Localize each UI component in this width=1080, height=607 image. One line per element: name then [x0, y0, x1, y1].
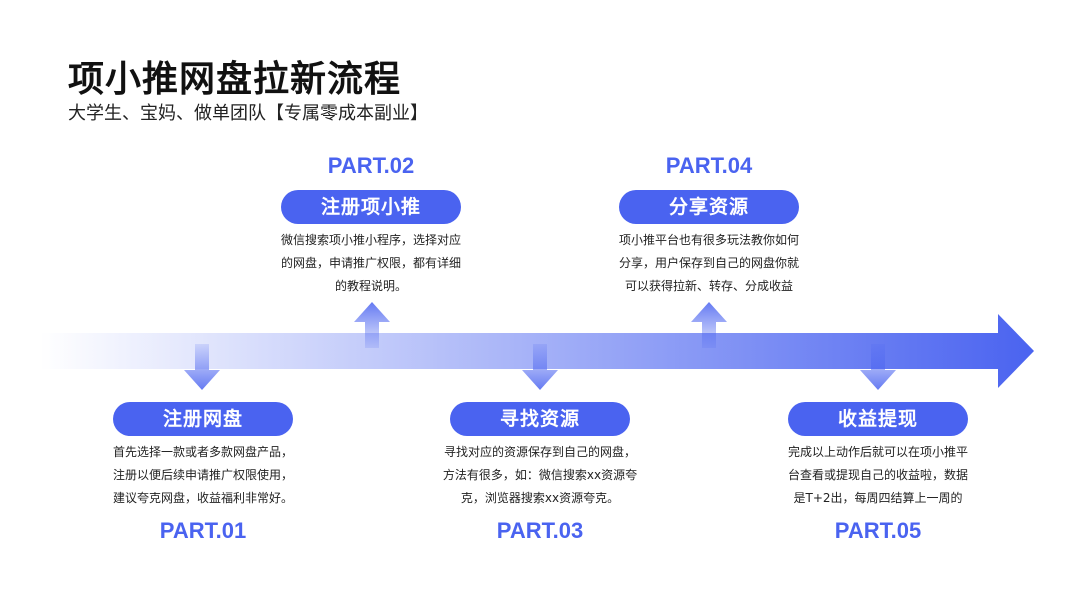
step-3-description: 寻找对应的资源保存到自己的网盘， 方法有很多，如：微信搜索xx资源夸 克，浏览器…: [425, 441, 655, 510]
step-3-title: 寻找资源: [450, 402, 630, 436]
up-arrow-icon: [691, 302, 727, 348]
step-2-part-label: PART.02: [327, 153, 415, 178]
step-4-part-label: PART.04: [665, 153, 753, 178]
up-arrow-icon: [354, 302, 390, 348]
step-4-description: 项小推平台也有很多玩法教你如何 分享，用户保存到自己的网盘你就 可以获得拉新、转…: [594, 229, 824, 298]
step-4-desc-line: 分享，用户保存到自己的网盘你就: [618, 256, 799, 270]
step-2-title: 注册项小推: [281, 190, 461, 224]
step-1-desc-line: 建议夸克网盘，收益福利非常好。: [112, 491, 293, 505]
step-4-title: 分享资源: [619, 190, 799, 224]
step-3-desc-line: 方法有很多，如：微信搜索xx资源夸: [442, 468, 638, 482]
step-3-part-label: PART.03: [496, 518, 584, 543]
step-5-desc-line: 是T+2出，每周四结算上一周的: [793, 491, 963, 505]
step-2-desc-line: 微信搜索项小推小程序，选择对应: [280, 233, 461, 247]
step-1-title: 注册网盘: [113, 402, 293, 436]
step-4-desc-line: 可以获得拉新、转存、分成收益: [624, 279, 793, 293]
step-3-desc-line: 克，浏览器搜索xx资源夸克。: [460, 491, 620, 505]
step-5-description: 完成以上动作后就可以在项小推平 台查看或提现自己的收益啦，数据 是T+2出，每周…: [763, 441, 993, 510]
step-1-desc-line: 首先选择一款或者多款网盘产品，: [112, 445, 293, 459]
step-5-part-label: PART.05: [834, 518, 922, 543]
step-2-description: 微信搜索项小推小程序，选择对应 的网盘，申请推广权限，都有详细 的教程说明。: [256, 229, 486, 298]
down-arrow-icon: [522, 344, 558, 390]
step-5-desc-line: 完成以上动作后就可以在项小推平: [787, 445, 968, 459]
step-2-desc-line: 的网盘，申请推广权限，都有详细: [280, 256, 461, 270]
page-title: 项小推网盘拉新流程: [68, 59, 402, 100]
step-5-desc-line: 台查看或提现自己的收益啦，数据: [787, 468, 968, 482]
step-2-desc-line: 的教程说明。: [334, 279, 407, 293]
page-subtitle: 大学生、宝妈、做单团队【专属零成本副业】: [68, 103, 428, 124]
step-1-desc-line: 注册以便后续申请推广权限使用，: [112, 468, 293, 482]
step-5-title: 收益提现: [788, 402, 968, 436]
down-arrow-icon: [184, 344, 220, 390]
step-3-desc-line: 寻找对应的资源保存到自己的网盘，: [443, 445, 636, 459]
step-1-part-label: PART.01: [159, 518, 247, 543]
step-1-description: 首先选择一款或者多款网盘产品， 注册以便后续申请推广权限使用， 建议夸克网盘，收…: [88, 441, 318, 510]
step-4-desc-line: 项小推平台也有很多玩法教你如何: [618, 233, 799, 247]
down-arrow-icon: [860, 344, 896, 390]
